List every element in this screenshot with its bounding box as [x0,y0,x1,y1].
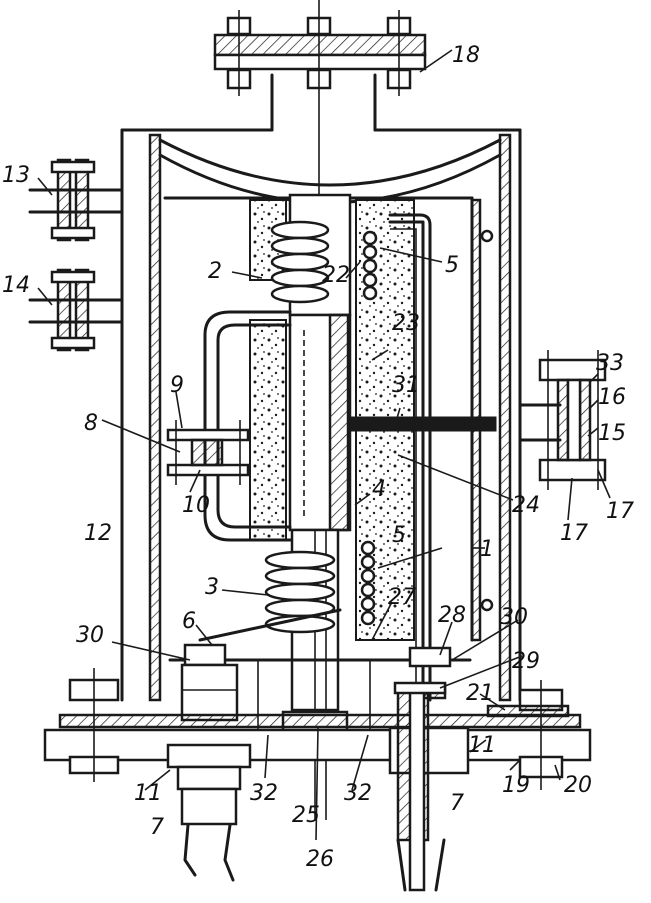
label-31: 31 [392,373,420,398]
label-26: 26 [306,847,334,872]
label-3: 3 [205,575,219,600]
label-21: 21 [466,681,494,706]
right-side-port [518,350,607,490]
label-18: 18 [452,43,480,68]
label-25: 25 [292,803,320,828]
label-2: 2 [208,259,222,284]
label-10: 10 [182,493,210,518]
label-29: 29 [512,649,540,674]
label-12: 12 [84,521,112,546]
label-8: 8 [84,411,98,436]
outer-casing [120,128,522,702]
part-labels: 18 13 14 2 5 22 23 9 31 8 4 10 24 12 5 1… [2,43,634,872]
leader-lines [37,49,611,841]
label-32-right: 32 [344,781,372,806]
label-11-left: 11 [134,781,162,806]
label-6: 6 [182,609,196,634]
label-20: 20 [564,773,592,798]
top-flange [213,0,427,200]
label-32-left: 32 [250,781,278,806]
label-24: 24 [512,493,540,518]
label-30-right: 30 [500,605,528,630]
label-28: 28 [438,603,466,628]
upper-coil [270,220,330,304]
label-15: 15 [598,421,626,446]
label-11-right: 11 [468,733,496,758]
side-pipes-left [28,158,124,352]
label-23: 23 [392,311,420,336]
lower-coil [198,550,342,642]
label-7-left: 7 [150,815,164,840]
horizontal-rod [349,416,497,432]
left-bottom-fitting [166,743,252,882]
label-9: 9 [170,373,184,398]
label-22: 22 [322,263,350,288]
right-bottom-fitting [388,681,470,892]
heater-beads-lower [360,540,376,626]
label-33: 33 [596,351,624,376]
label-16: 16 [598,385,626,410]
label-17-left: 17 [560,521,588,546]
label-17-right: 17 [606,499,634,524]
heater-beads-upper [362,230,378,301]
base-plate [43,668,592,790]
label-14: 14 [2,273,30,298]
bent-lead-tubes [388,213,432,702]
label-4: 4 [372,477,386,502]
clamp [166,420,250,485]
label-5-upper: 5 [445,253,459,278]
label-19: 19 [502,773,530,798]
label-13: 13 [2,163,30,188]
label-27: 27 [388,585,416,610]
label-5-lower: 5 [392,523,406,548]
left-loop-tube [203,310,292,542]
label-1: 1 [480,537,494,562]
label-30-left: 30 [76,623,104,648]
label-7-right: 7 [450,791,464,816]
